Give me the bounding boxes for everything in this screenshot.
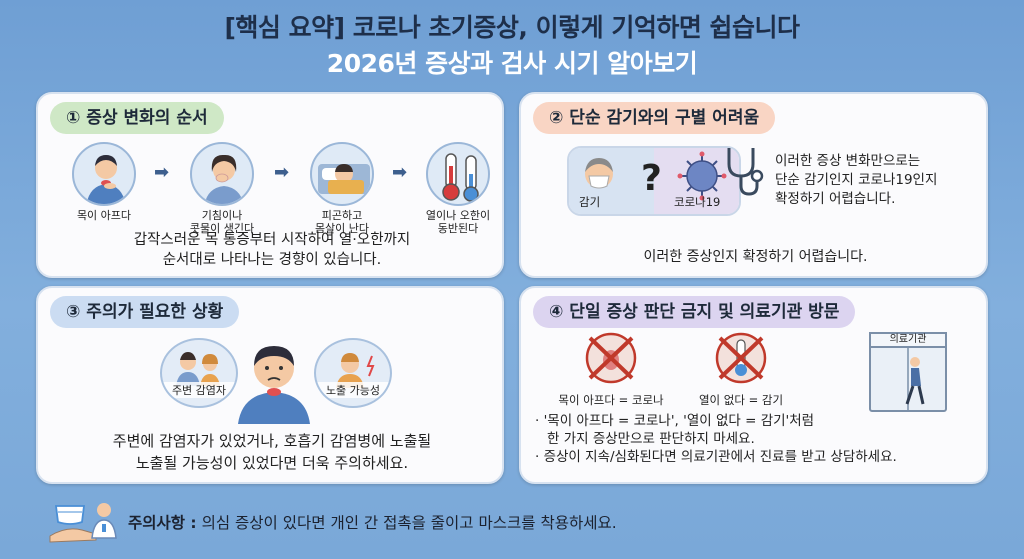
tired-person-in-bed-icon — [310, 142, 374, 206]
infected-nearby-bubble: 주변 감염자 — [160, 338, 238, 408]
step-label: 열이나 오한이 동반된다 — [425, 209, 491, 235]
card-description: 이러한 증상인지 확정하기 어렵습니다. — [643, 249, 868, 265]
footer-label: 주의사항 : — [128, 514, 197, 532]
no-fever-cold: 열이 없다 = 감기 — [681, 330, 801, 408]
card-heading: ② 단순 감기와의 구별 어려움 — [533, 102, 776, 134]
stethoscope-icon — [727, 148, 764, 196]
step-fever: 열이나 오한이 동반된다 — [410, 142, 502, 235]
card-no-self-diagnosis: ④ 단일 증상 판단 금지 및 의료기관 방문 목이 아프다 = 코로나 열이 … — [519, 286, 988, 484]
description-line: 주변에 감염자가 있었거나, 호흡기 감염병에 노출될 — [112, 432, 432, 450]
step-sore-throat: 목이 아프다 — [56, 142, 152, 222]
footer-message: 의심 증상이 있다면 개인 간 접촉을 줄이고 마스크를 착용하세요. — [201, 514, 617, 532]
card-bullets: · '목이 아프다 = 코로나', '열이 없다 = 감기'처럼 한 가지 증상… — [535, 412, 897, 466]
no-label: 목이 아프다 = 코로나 — [558, 393, 664, 407]
sore-throat-person-icon — [72, 142, 136, 206]
step-label: 목이 아프다 — [76, 209, 132, 222]
hospital-sign: 의료기관 — [869, 332, 947, 348]
walking-person-icon — [905, 348, 925, 410]
bullet-line: 한 가지 증상만으로 판단하지 마세요. — [547, 431, 755, 447]
side-line: 확정하기 어렵습니다. — [775, 191, 896, 207]
exposure-risk-bubble: 노출 가능성 — [314, 338, 392, 408]
card-heading: ① 증상 변화의 순서 — [50, 102, 224, 134]
card-heading: ④ 단일 증상 판단 금지 및 의료기관 방문 — [533, 296, 856, 328]
masked-person-icon — [585, 158, 613, 189]
hospital-entrance: 의료기관 — [869, 332, 947, 412]
arrow-right-icon: ➡ — [274, 162, 290, 183]
footer-caution: 주의사항 : 의심 증상이 있다면 개인 간 접촉을 줄이고 마스크를 착용하세… — [36, 494, 988, 546]
virus-icon — [677, 151, 727, 201]
no-sore-throat-covid: 목이 아프다 = 코로나 — [551, 330, 671, 408]
card-caution-situations: ③ 주의가 필요한 상황 주변 감염자 노출 가능성 주변에 감염자가 있었거나… — [36, 286, 504, 484]
thermometer-icon — [426, 142, 490, 206]
description-line: 순서대로 나타나는 경향이 있습니다. — [162, 252, 382, 268]
card-description: 갑작스러운 목 통증부터 시작하여 열·오한까지 순서대로 나타나는 경향이 있… — [38, 230, 502, 270]
card-side-text: 이러한 증상 변화만으로는 단순 감기인지 코로나19인지 확정하기 어렵습니다… — [775, 152, 937, 209]
mask-and-doctor-icon — [49, 503, 117, 543]
step-cough: 기침이나 콧물이 생긴다 — [174, 142, 270, 235]
side-line: 단순 감기인지 코로나19인지 — [775, 172, 938, 188]
prohibited-sore-throat-icon — [585, 332, 637, 384]
cold-label: 감기 — [579, 195, 601, 209]
description-line: 노출될 가능성이 있었다면 더욱 주의하세요. — [135, 454, 409, 472]
question-mark: ? — [641, 158, 662, 199]
card-heading: ③ 주의가 필요한 상황 — [50, 296, 240, 328]
covid-label: 코로나19 — [674, 195, 721, 209]
card-symptom-order: ① 증상 변화의 순서 목이 아프다 ➡ 기침이나 콧물이 생긴다 ➡ — [36, 92, 504, 278]
cold-panel: 감기 — [569, 148, 654, 214]
step-label: 피곤하고 몸살이 난다 — [314, 209, 370, 235]
arrow-right-icon: ➡ — [154, 162, 170, 183]
prohibited-thermometer-icon — [715, 332, 767, 384]
bullet-line: · 증상이 지속/심화된다면 의료기관에서 진료를 받고 상담하세요. — [535, 449, 897, 465]
card-description: 주변에 감염자가 있었거나, 호흡기 감염병에 노출될 노출될 가능성이 있었다… — [38, 430, 502, 474]
page-title: [핵심 요약] 코로나 초기증상, 이렇게 기억하면 쉽습니다 — [224, 13, 800, 42]
step-label: 기침이나 콧물이 생긴다 — [189, 209, 255, 235]
covid-panel: 코로나19 — [654, 148, 739, 214]
side-line: 이러한 증상 변화만으로는 — [775, 153, 921, 169]
bullet-line: · '목이 아프다 = 코로나', '열이 없다 = 감기'처럼 — [535, 413, 815, 429]
bubble-label: 주변 감염자 — [162, 382, 236, 398]
card-cold-distinction: ② 단순 감기와의 구별 어려움 감기 — [519, 92, 988, 278]
arrow-right-icon: ➡ — [392, 162, 408, 183]
page-subtitle: 2026년 증상과 검사 시기 알아보기 — [326, 49, 698, 78]
bubble-label: 노출 가능성 — [316, 382, 390, 398]
coughing-person-icon — [190, 142, 254, 206]
sick-person-icon — [238, 346, 310, 424]
footer-text: 주의사항 : 의심 증상이 있다면 개인 간 접촉을 줄이고 마스크를 착용하세… — [128, 511, 617, 533]
no-label: 열이 없다 = 감기 — [698, 393, 784, 407]
step-fatigue: 피곤하고 몸살이 난다 — [294, 142, 390, 235]
cold-vs-covid-comparison: 감기 코로나19 ? — [567, 146, 741, 216]
description-line: 갑작스러운 목 통증부터 시작하여 열·오한까지 — [133, 232, 411, 248]
